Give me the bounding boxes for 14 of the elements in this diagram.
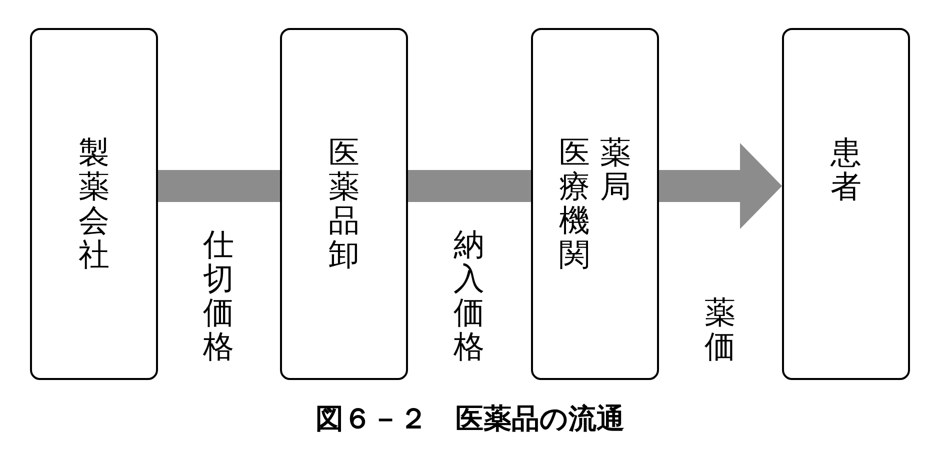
arrow xyxy=(659,143,782,229)
process-box xyxy=(782,28,910,380)
box-label: 製薬会社 xyxy=(78,136,110,272)
process-box xyxy=(280,28,408,380)
process-box xyxy=(531,28,659,380)
edge-label: 納入価格 xyxy=(454,228,484,364)
box-label: 薬局 xyxy=(600,136,631,204)
figure-caption: 図６－２ 医薬品の流通 xyxy=(314,401,626,437)
edge-label: 薬価 xyxy=(704,296,736,364)
box-label: 医薬品卸 xyxy=(328,136,360,272)
box-label: 医療機関 xyxy=(559,136,590,272)
process-box xyxy=(30,28,158,380)
edge-label: 仕切価格 xyxy=(203,228,234,364)
box-label: 患者 xyxy=(830,136,862,204)
